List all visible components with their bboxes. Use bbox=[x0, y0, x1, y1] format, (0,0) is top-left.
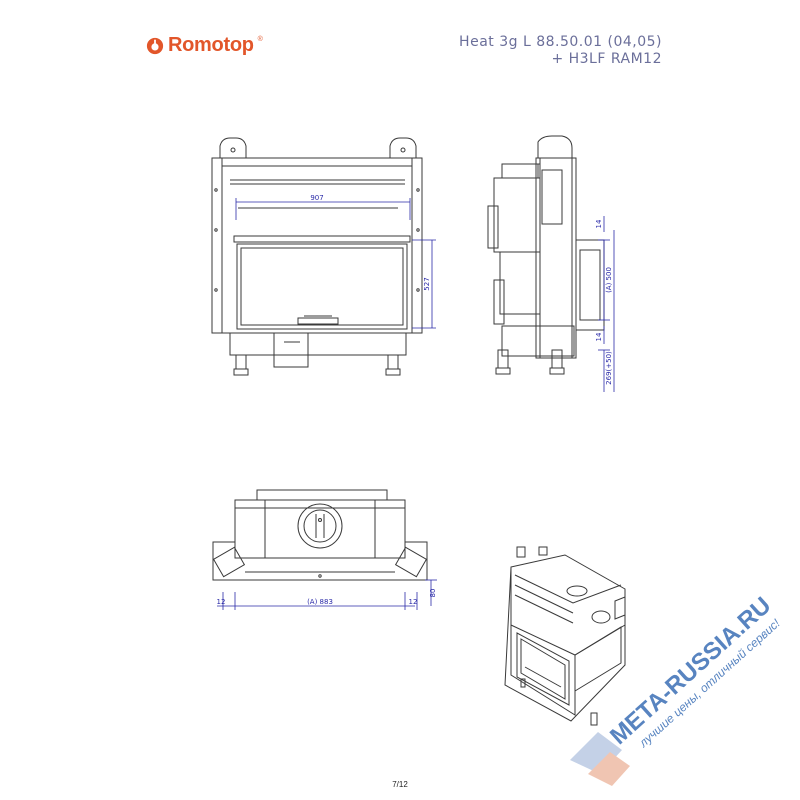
brand-logo: Romotop ® bbox=[146, 34, 263, 57]
romotop-flame-icon bbox=[146, 37, 164, 54]
top-view-drawing: 12 (A) 883 12 80 bbox=[212, 489, 437, 610]
dim-side-base: 269(+50) bbox=[605, 351, 613, 385]
dim-top-left-offset: 12 bbox=[217, 598, 226, 606]
registered-mark: ® bbox=[257, 36, 263, 43]
title-line-1: Heat 3g L 88.50.01 (04,05) bbox=[459, 34, 662, 50]
dim-top-right-offset: 12 bbox=[409, 598, 418, 606]
dim-side-bottom-gap: 14 bbox=[595, 332, 603, 341]
front-view-drawing: 907 527 bbox=[211, 137, 436, 376]
dim-top-depth: 80 bbox=[429, 589, 437, 598]
dim-side-opening: (A) 500 bbox=[605, 267, 613, 293]
isometric-view-drawing bbox=[504, 546, 626, 726]
watermark-logo-mark bbox=[570, 732, 630, 786]
watermark-site: META-RUSSIA.RU bbox=[605, 592, 776, 750]
side-view-drawing: 14 (A) 500 14 269(+50) bbox=[487, 135, 615, 392]
dim-front-height: 527 bbox=[423, 277, 431, 290]
dim-top-width: (A) 883 bbox=[307, 598, 333, 606]
dim-side-top-gap: 14 bbox=[595, 219, 603, 228]
dim-front-width: 907 bbox=[310, 194, 323, 202]
meta-russia-watermark: META-RUSSIA.RU лучшие цены, отличный сер… bbox=[570, 592, 783, 786]
brand-name: Romotop bbox=[168, 34, 254, 56]
document-title: Heat 3g L 88.50.01 (04,05) + H3LF RAM12 bbox=[459, 34, 662, 68]
title-line-2: + H3LF RAM12 bbox=[551, 51, 662, 67]
page-number: 7/12 bbox=[392, 780, 408, 789]
